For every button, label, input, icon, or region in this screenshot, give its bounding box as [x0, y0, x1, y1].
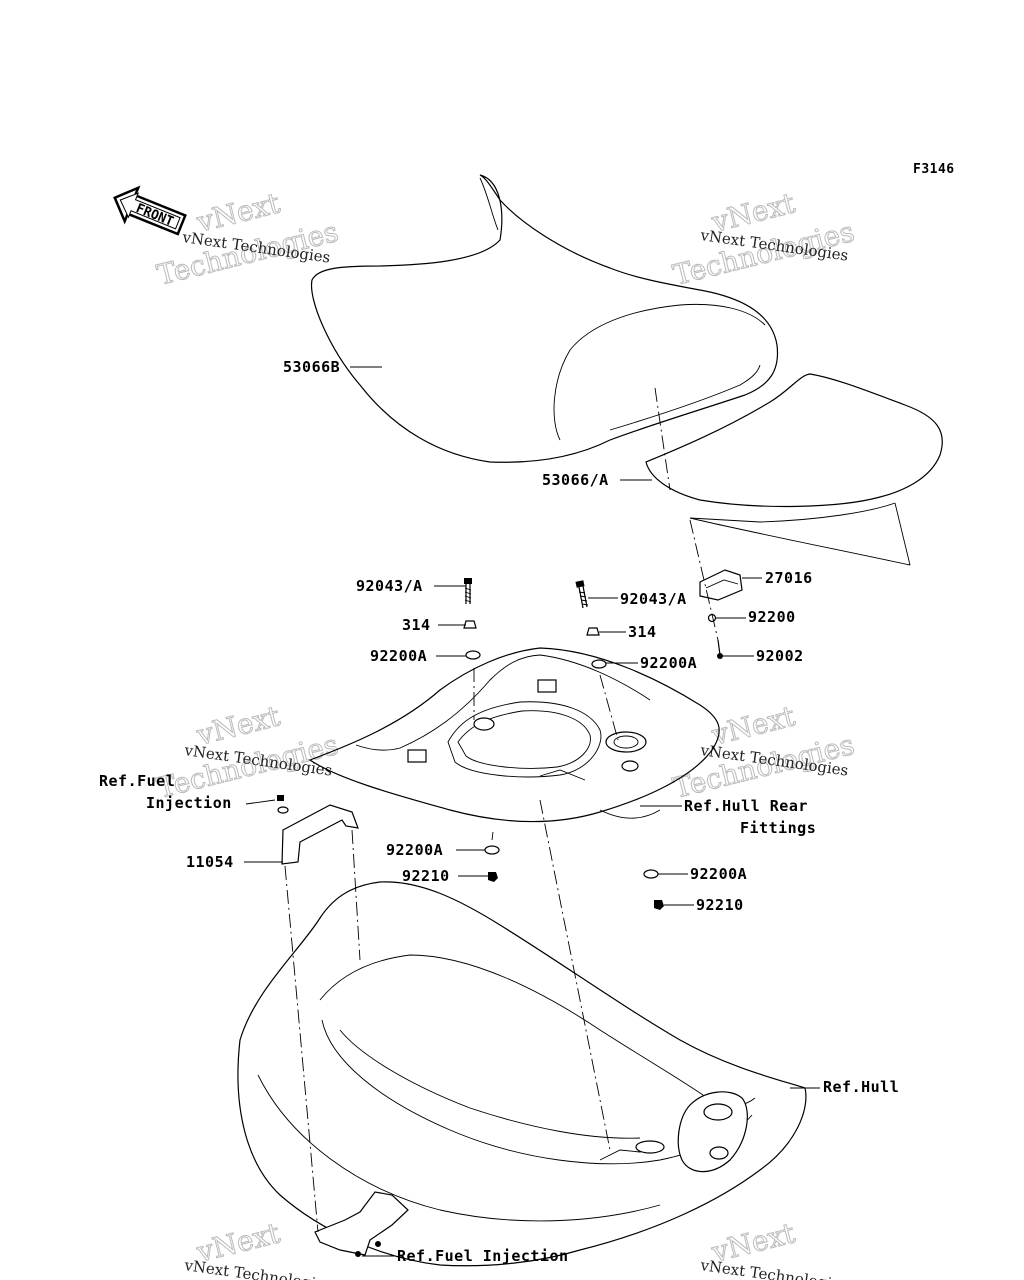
alignment-lines — [284, 387, 719, 1233]
label-lower-nut-left: 92210 — [402, 867, 450, 885]
label-latch-bolt: 92002 — [756, 647, 804, 665]
label-latch-washer: 92200 — [748, 608, 796, 626]
fuel-injection-bracket-drawing — [314, 1191, 409, 1257]
leader-lines — [244, 366, 820, 1257]
ref-hull: Ref.Hull — [823, 1078, 899, 1096]
ref-fuel-injection-line1: Ref.Fuel — [99, 772, 175, 790]
bolt-right-drawing — [575, 580, 589, 609]
watermark-mid-right: vNext Technologies vNext Technologies — [669, 699, 858, 806]
label-latch: 27016 — [765, 569, 813, 587]
watermark-top-left: vNext Technologies vNext Technologies — [153, 186, 342, 293]
lower-nut-right-drawing — [654, 900, 664, 910]
label-lower-nut-right: 92210 — [696, 896, 744, 914]
hull-drawing — [237, 881, 807, 1267]
label-grommet-right: 314 — [628, 623, 657, 641]
label-washer-left: 92200A — [370, 647, 427, 665]
watermark-top-right: vNext Technologies vNext Technologies — [669, 186, 858, 293]
label-bracket: 11054 — [186, 853, 234, 871]
seat-base-drawing — [308, 647, 720, 823]
ref-fuel-injection-bottom: Ref.Fuel Injection — [397, 1247, 569, 1265]
rear-seat-drawing — [645, 373, 943, 566]
lower-nut-left-drawing — [488, 872, 498, 882]
label-seat-front: 53066B — [283, 358, 340, 376]
bracket-drawing — [281, 804, 359, 865]
grommet-left-drawing — [463, 620, 477, 629]
watermark-bottom-right: vNext vNext Technologies — [698, 1216, 849, 1280]
washer-right-drawing — [591, 659, 607, 669]
label-bolt-left: 92043/A — [356, 577, 423, 595]
label-lower-washer-right: 92200A — [690, 865, 747, 883]
label-seat-rear: 53066/A — [542, 471, 609, 489]
front-arrow-icon: FRONT — [113, 185, 187, 236]
grommet-right-drawing — [586, 627, 600, 636]
ref-hull-rear-line2: Fittings — [740, 819, 816, 837]
label-lower-washer-left: 92200A — [386, 841, 443, 859]
latch-drawing — [699, 569, 743, 601]
fuel-injection-screw-drawing — [277, 795, 289, 814]
latch-bolt-drawing — [717, 639, 723, 659]
label-washer-right: 92200A — [640, 654, 697, 672]
watermark-text: vNext Technologies — [182, 1256, 333, 1280]
ref-hull-rear-line1: Ref.Hull Rear — [684, 797, 808, 815]
bolt-left-drawing — [464, 578, 472, 604]
label-bolt-right: 92043/A — [620, 590, 687, 608]
washer-left-drawing — [465, 650, 481, 660]
watermark-text: vNext Technologies — [698, 1256, 849, 1280]
figure-code: F3146 — [913, 162, 955, 177]
lower-washer-right-drawing — [643, 869, 659, 879]
watermark-mid-left: vNext Technologies vNext Technologies — [153, 699, 342, 806]
lower-washer-left-drawing — [484, 845, 500, 855]
label-grommet-left: 314 — [402, 616, 431, 634]
watermark-bottom-left: vNext vNext Technologies — [182, 1216, 333, 1280]
ref-fuel-injection-line2: Injection — [146, 794, 232, 812]
front-seat-drawing — [310, 174, 779, 463]
